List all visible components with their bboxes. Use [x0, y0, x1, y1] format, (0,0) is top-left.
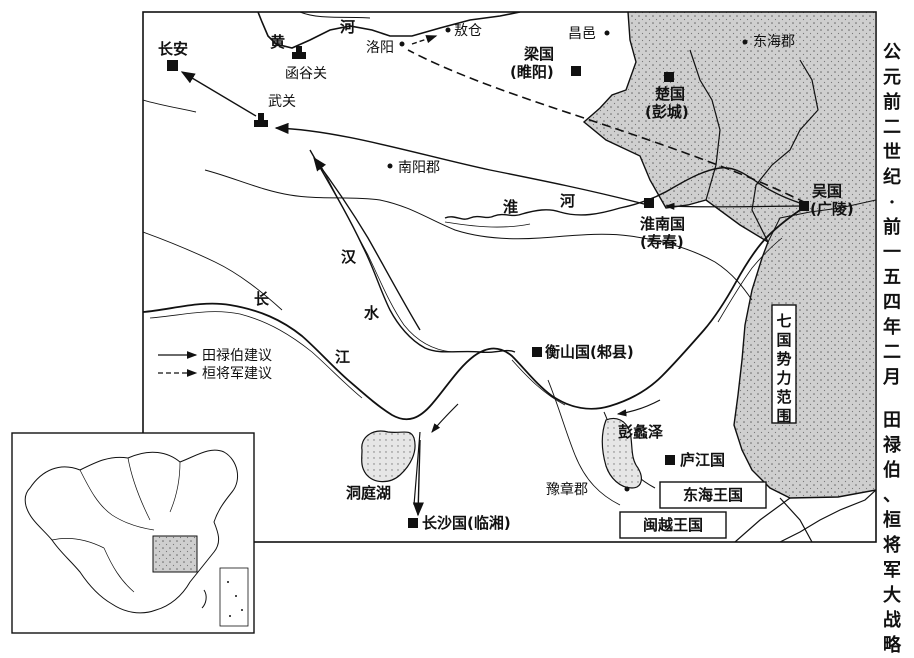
title-char: 禄: [883, 435, 901, 456]
nanyangjun-marker: [387, 163, 393, 169]
tian-route-han: [313, 156, 421, 331]
seven-kingdoms-char: 七: [776, 312, 791, 330]
label-changyi: 昌邑: [568, 26, 596, 42]
seven-kingdoms-char: 国: [776, 331, 791, 349]
legend-huan: 桓将军建议: [202, 366, 272, 382]
title-char: 四: [883, 292, 901, 313]
legend: 田禄伯建议 桓将军建议: [158, 348, 272, 382]
changyi-marker: [604, 30, 610, 36]
label-wuguan: 武关: [268, 94, 296, 110]
river-label-huai-1: 淮: [503, 198, 518, 216]
river-label-han-1: 汉: [341, 248, 357, 266]
label-donghaijun: 东海郡: [753, 34, 795, 50]
seven-kingdoms-char: 范: [776, 388, 791, 406]
label-liangguo-1: 梁国: [523, 45, 554, 63]
title-char: 五: [883, 267, 901, 288]
title-char: 桓: [883, 510, 901, 531]
aocang-marker: [445, 27, 451, 33]
label-changsha: 长沙国(临湘): [422, 514, 511, 532]
yellow-river: [257, 12, 521, 49]
hengshan-marker: [532, 347, 542, 357]
huai-river: [444, 167, 807, 220]
strategy-map: 黄 河 淮 河 汉 水 长 江 长安 函谷关 武关 洛阳 敖仓 昌邑 东海郡 梁…: [11, 11, 877, 634]
legend-tian: 田禄伯建议: [202, 348, 272, 364]
label-chuguo-2: (彭城): [645, 103, 689, 121]
label-yuzhang: 豫章郡: [546, 481, 588, 498]
huan-route: [407, 49, 807, 204]
donghaijun-marker: [742, 39, 748, 45]
huainan-marker: [644, 198, 654, 208]
title-char: 年: [883, 317, 901, 338]
title-char: 二: [883, 117, 901, 138]
label-hanguguan: 函谷关: [285, 66, 327, 82]
seven-kingdoms-label: 七国势力范围: [776, 312, 791, 425]
seven-kingdoms-char: 力: [776, 369, 791, 387]
title-char: 公: [883, 42, 901, 63]
tian-route-changan: [180, 71, 257, 117]
title-char: 军: [883, 560, 901, 581]
label-wuguo-2: (广陵): [810, 200, 854, 218]
hanguguan-marker: [292, 46, 306, 59]
title-char: [872, 390, 912, 408]
title-char: 月: [883, 367, 901, 388]
river-label-han-2: 水: [364, 304, 380, 322]
river-label-huang-2: 河: [340, 18, 355, 36]
title-char: 纪: [883, 167, 901, 188]
label-aocang: 敖仓: [454, 23, 482, 39]
label-donghaiwang: 东海王国: [683, 486, 743, 504]
title-char: 前: [883, 92, 901, 113]
label-luoyang: 洛阳: [366, 40, 394, 56]
title-char: 大: [883, 585, 901, 606]
label-pengli: 彭蠡泽: [618, 423, 663, 441]
label-minyue: 闽越王国: [643, 516, 703, 534]
wuguo-marker: [799, 201, 809, 211]
title-char: 战: [883, 610, 901, 631]
changsha-marker: [408, 518, 418, 528]
liangguo-marker: [571, 66, 581, 76]
title-char: 将: [883, 535, 901, 556]
minyue-box: [619, 511, 727, 539]
luoyang-marker: [399, 41, 405, 47]
label-huainan-2: (寿春): [640, 233, 684, 251]
title-char: 、: [883, 485, 901, 506]
river-label-chang-2: 江: [335, 348, 350, 366]
title-char: 前: [883, 217, 901, 238]
yuzhang-marker: [624, 486, 630, 492]
pengli-lake: [601, 417, 642, 489]
map-title: 公元前二世纪·前一五四年二月田禄伯、桓将军大战略: [872, 40, 912, 658]
seven-kingdoms-char: 围: [776, 407, 791, 425]
river-label-huai-2: 河: [560, 192, 575, 210]
title-char: 一: [883, 242, 901, 263]
tian-route-west: [274, 122, 649, 206]
label-liangguo-2: (睢阳): [510, 63, 554, 81]
inset-china-map: [24, 449, 249, 627]
title-char: ·: [888, 192, 896, 213]
changan-marker: [167, 60, 178, 71]
title-char: 略: [883, 635, 901, 656]
lujiang-marker: [665, 455, 675, 465]
label-dongting: 洞庭湖: [346, 484, 391, 502]
seven-kingdoms-char: 势: [776, 350, 791, 368]
label-chuguo-1: 楚国: [655, 85, 685, 103]
label-lujiang: 庐江国: [680, 451, 725, 469]
river-label-chang-1: 长: [254, 290, 270, 308]
title-char: 伯: [883, 460, 901, 481]
donghaiwang-box: [659, 481, 767, 509]
label-hengshan: 衡山国(邾县): [545, 343, 634, 361]
label-huainan-1: 淮南国: [640, 215, 685, 233]
chuguo-marker: [664, 72, 674, 82]
wuguan-marker: [254, 113, 268, 127]
title-char: 田: [883, 410, 901, 431]
seven-kingdoms-box: [771, 304, 797, 424]
title-char: 元: [883, 67, 901, 88]
tian-route-changsha: [412, 439, 424, 517]
label-nanyangjun: 南阳郡: [398, 160, 440, 176]
dongting-lake: [361, 430, 416, 483]
title-char: 世: [883, 142, 901, 163]
yangtze-river: [143, 205, 807, 421]
label-changan: 长安: [158, 40, 188, 58]
title-char: 二: [883, 342, 901, 363]
label-wuguo-1: 吴国: [812, 182, 842, 200]
river-label-huang-1: 黄: [270, 33, 285, 51]
